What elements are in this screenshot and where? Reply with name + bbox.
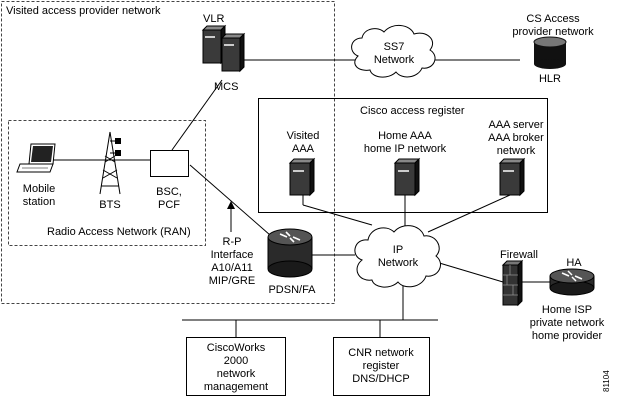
cnr-label-3: DNS/DHCP — [352, 373, 409, 385]
ciscoworks-label-3: network — [217, 368, 256, 380]
home-aaa-server-icon — [393, 157, 421, 197]
bsc-label-1: BSC, — [156, 186, 182, 198]
bts-label: BTS — [99, 199, 120, 211]
ran-region — [8, 120, 206, 246]
visited-aaa-label-1: Visited — [287, 130, 320, 142]
ciscoworks-box — [186, 337, 286, 396]
visited-aaa-server-icon — [288, 157, 316, 197]
cisco-register-region — [258, 98, 548, 213]
laptop-icon — [16, 143, 56, 173]
home-isp-label-1: Home ISP — [542, 304, 592, 316]
visited-access-region — [1, 1, 335, 304]
visited-aaa-label-2: AAA — [292, 143, 315, 155]
visited-access-label: Visited access provider network — [6, 5, 161, 17]
hlr-database-icon — [533, 36, 567, 69]
cnr-box — [333, 337, 430, 396]
bsc-label-2: PCF — [158, 199, 180, 211]
home-isp-label-3: home provider — [532, 330, 603, 342]
rp-label-3: A10/A11 — [211, 262, 252, 274]
home-aaa-label-1: Home AAA — [378, 130, 432, 142]
rp-label-4: MIP/GRE — [209, 275, 255, 287]
ip-label-1: IP — [393, 244, 403, 256]
firewall-icon — [501, 259, 524, 307]
pdsn-label: PDSN/FA — [268, 284, 316, 296]
rp-label-2: Interface — [211, 249, 254, 261]
cnr-label-2: register — [363, 360, 400, 372]
aaa-broker-server-icon — [498, 157, 526, 197]
cs-access-label-1: CS Access — [526, 13, 580, 25]
ss7-label-2: Network — [374, 54, 415, 66]
home-aaa-label-2: home IP network — [364, 143, 447, 155]
mcs-label: MCS — [214, 81, 238, 93]
connections — [47, 59, 550, 337]
cnr-label-1: CNR network — [348, 347, 414, 359]
rp-arrow — [227, 201, 235, 232]
ss7-cloud-icon — [351, 25, 436, 78]
hlr-label: HLR — [539, 73, 561, 85]
mobile-label-2: station — [23, 196, 55, 208]
ran-label: Radio Access Network (RAN) — [47, 226, 191, 238]
mobile-label-1: Mobile — [23, 183, 55, 195]
ip-cloud-icon — [354, 225, 441, 288]
pdsn-router-icon — [267, 228, 313, 278]
ha-router-icon — [549, 268, 595, 296]
ciscoworks-label-4: management — [204, 381, 268, 393]
home-isp-label-2: private network — [530, 317, 605, 329]
aaa-server-label-2: AAA broker — [488, 132, 544, 144]
ciscoworks-label-1: CiscoWorks — [207, 342, 266, 354]
figure-id: 81104 — [602, 370, 611, 392]
vlr-mcs-server-icon — [201, 24, 246, 73]
aaa-server-label-3: network — [497, 145, 536, 157]
rp-label-1: R-P — [223, 236, 242, 248]
ip-label-2: Network — [378, 257, 419, 269]
ciscoworks-label-2: 2000 — [224, 355, 248, 367]
vlr-label: VLR — [203, 13, 224, 25]
firewall-label: Firewall — [500, 249, 538, 261]
bts-tower-icon — [99, 131, 121, 195]
bsc-pcf-box — [150, 150, 189, 177]
ha-label: HA — [566, 257, 582, 269]
cisco-register-label: Cisco access register — [360, 105, 465, 117]
cs-access-label-2: provider network — [512, 26, 594, 38]
ss7-label-1: SS7 — [384, 41, 405, 53]
aaa-server-label-1: AAA server — [488, 119, 543, 131]
